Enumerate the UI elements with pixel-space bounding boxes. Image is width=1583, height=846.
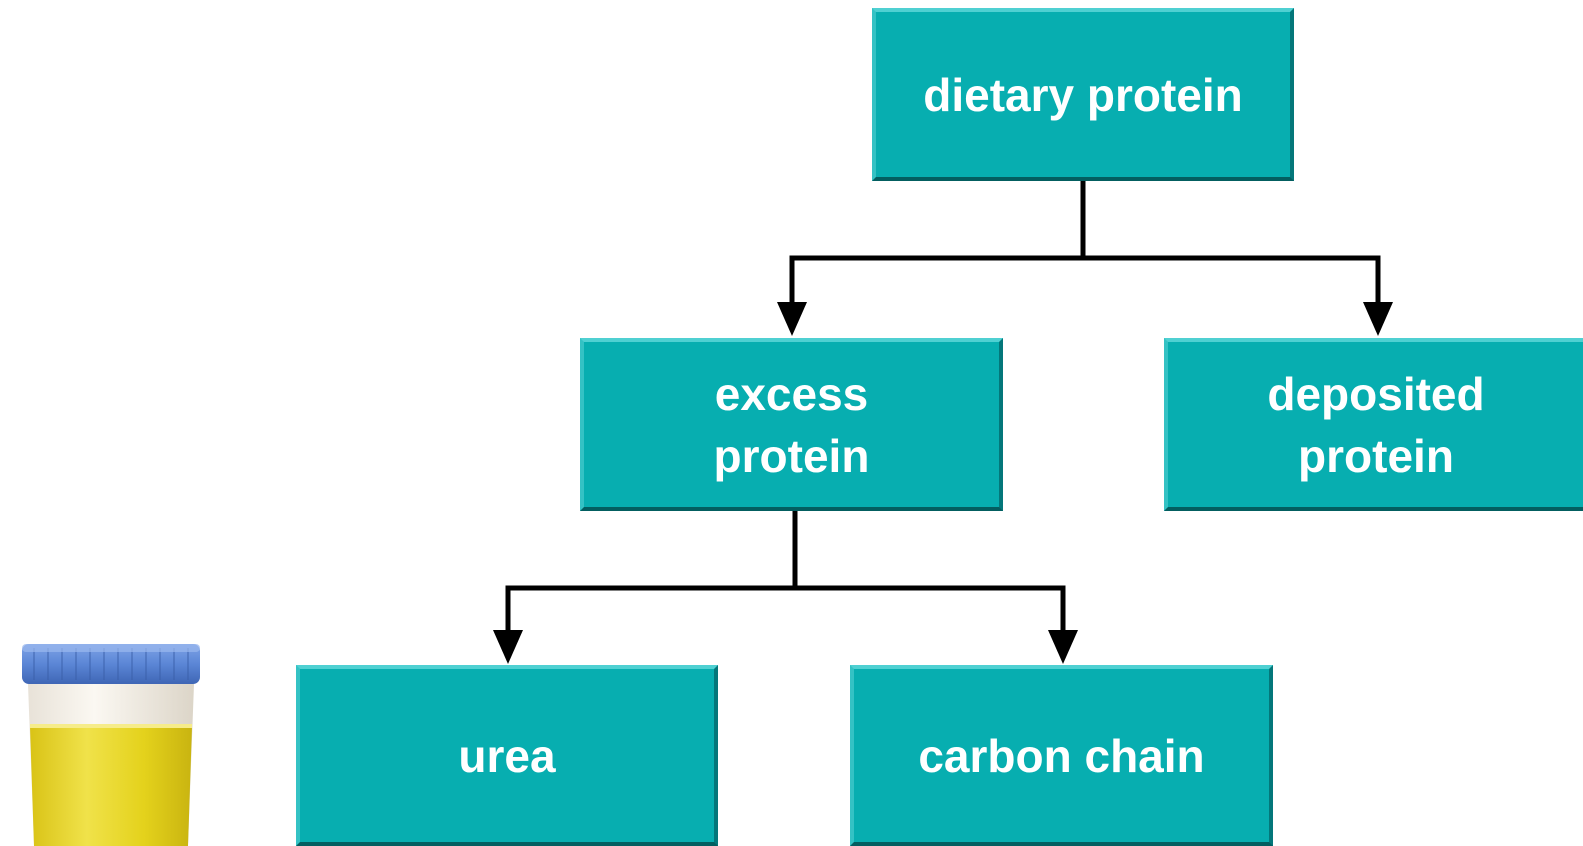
node-dietary-protein-label: dietary protein — [923, 68, 1243, 121]
cup-lid — [22, 644, 200, 684]
arrowhead-to-deposited — [1363, 302, 1393, 336]
node-deposited-protein: deposited protein — [1164, 338, 1583, 511]
cup-liquid — [30, 726, 192, 846]
node-urea-label: urea — [458, 729, 556, 782]
node-excess-protein-label: excess protein — [713, 367, 870, 482]
node-dietary-protein: dietary protein — [872, 8, 1294, 181]
node-carbon-chain-label: carbon chain — [918, 729, 1205, 782]
arrowhead-to-excess — [777, 302, 807, 336]
node-carbon-chain: carbon chain — [850, 665, 1273, 846]
node-excess-protein: excess protein — [580, 338, 1003, 511]
arrowhead-to-carbon — [1048, 630, 1078, 664]
arrowhead-to-urea — [493, 630, 523, 664]
urine-sample-cup-icon — [22, 644, 200, 846]
node-deposited-protein-label: deposited protein — [1267, 367, 1485, 482]
node-urea: urea — [296, 665, 718, 846]
